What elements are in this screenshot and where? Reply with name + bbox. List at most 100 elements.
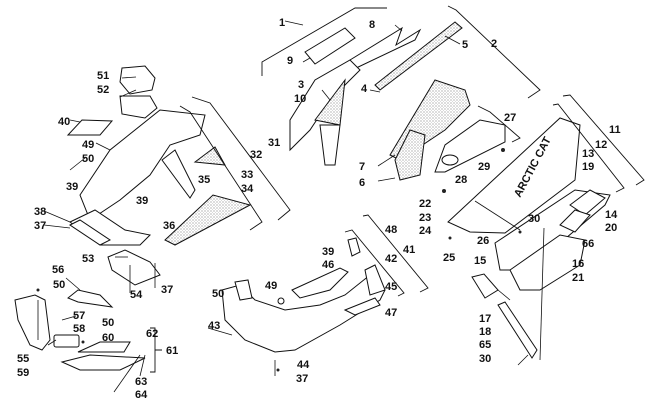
callout-48: 48 (385, 224, 397, 236)
callout-16: 16 (572, 258, 584, 270)
decal-33 (193, 146, 226, 166)
callout-33: 33 (241, 169, 253, 181)
callout-50-side: 50 (53, 279, 65, 291)
bracket-2 (447, 5, 541, 99)
panel-6 (394, 129, 426, 181)
callout-36: 36 (163, 220, 175, 232)
decal-34 (164, 194, 252, 246)
trim-62 (77, 341, 131, 353)
callout-17: 17 (479, 313, 491, 325)
callout-7: 7 (359, 161, 365, 173)
callout-35: 35 (198, 174, 210, 186)
nose-body (79, 109, 206, 221)
callout-44: 44 (297, 359, 310, 371)
callout-6: 6 (359, 177, 365, 189)
callout-62: 62 (146, 328, 158, 340)
callout-45: 45 (385, 281, 397, 293)
callout-3: 3 (298, 79, 304, 91)
callout-19: 19 (582, 161, 594, 173)
part-38 (69, 219, 111, 246)
callout-37-left: 37 (34, 220, 46, 232)
fastener-22 (442, 189, 446, 193)
callout-52: 52 (97, 84, 109, 96)
bracket-12 (552, 103, 625, 193)
callout-37-mid: 37 (161, 284, 173, 296)
hood-panel-3 (314, 78, 346, 126)
callout-25: 25 (443, 252, 455, 264)
part-47 (343, 297, 381, 316)
callout-23: 23 (419, 212, 431, 224)
callout-38: 38 (34, 206, 46, 218)
strip-5 (374, 21, 463, 91)
bracket-41 (362, 214, 429, 293)
hood-lower (319, 124, 341, 166)
side-cover-bottom (509, 234, 586, 291)
callout-54: 54 (130, 289, 143, 301)
callout-64: 64 (135, 389, 148, 401)
callout-13: 13 (582, 148, 594, 160)
callout-10: 10 (294, 93, 306, 105)
callout-29: 29 (478, 161, 490, 173)
leader-lines (37, 20, 545, 393)
callout-18: 18 (479, 326, 491, 338)
callout-49-belly: 49 (265, 280, 277, 292)
callout-57: 57 (73, 310, 85, 322)
callout-9: 9 (287, 55, 293, 67)
part-48 (347, 237, 361, 257)
part-35 (161, 149, 196, 199)
fastener-50 (36, 288, 40, 292)
callout-50-left: 50 (82, 153, 94, 165)
callout-39-belly: 39 (322, 246, 334, 258)
callout-14: 14 (605, 209, 618, 221)
callout-51: 51 (97, 70, 109, 82)
callout-labels: 1 2 3 4 5 6 7 8 9 10 11 12 13 14 15 16 1… (17, 17, 621, 401)
plate-17 (471, 273, 499, 299)
side-cover-group: ARCTIC CAT (447, 94, 645, 359)
side-panel-55 (14, 294, 51, 351)
belly-pan-group (221, 214, 429, 353)
callout-63: 63 (135, 376, 147, 388)
callout-58: 58 (73, 323, 85, 335)
part-45 (364, 264, 386, 296)
bracket-42 (344, 229, 405, 297)
callout-20: 20 (605, 222, 617, 234)
callout-60: 60 (102, 332, 114, 344)
callout-32: 32 (250, 149, 262, 161)
callout-41: 41 (403, 244, 415, 256)
fastener-37 (276, 368, 280, 372)
bracket-32 (179, 105, 263, 231)
decal-9 (304, 27, 356, 65)
gasket-51 (119, 65, 156, 95)
bracket-31 (191, 96, 291, 221)
callout-40: 40 (58, 116, 70, 128)
callout-24: 24 (419, 225, 432, 237)
vent-66 (559, 209, 591, 233)
callout-55: 55 (17, 353, 29, 365)
callout-46: 46 (322, 259, 334, 271)
callout-31: 31 (268, 137, 280, 149)
callout-61: 61 (166, 345, 178, 357)
callout-15: 15 (474, 255, 486, 267)
bracket-27 (477, 105, 521, 143)
trim-65 (497, 301, 538, 359)
callout-37-belly: 37 (296, 373, 308, 385)
callout-30-upper: 30 (528, 213, 540, 225)
fasteners (36, 148, 522, 372)
callout-30-lower: 30 (479, 353, 491, 365)
plate-52 (119, 95, 158, 119)
callout-28: 28 (455, 174, 467, 186)
trim-60 (60, 354, 146, 371)
part-28 (441, 154, 459, 166)
callout-56: 56 (52, 264, 64, 276)
fastener-29 (501, 148, 505, 152)
callout-4: 4 (361, 83, 368, 95)
callout-8: 8 (369, 19, 375, 31)
fastener-24 (448, 236, 452, 240)
part-46 (291, 267, 349, 299)
bracket-1 (261, 7, 387, 76)
callout-65: 65 (479, 339, 491, 351)
callout-50-cover: 50 (102, 317, 114, 329)
callout-2: 2 (491, 38, 497, 50)
hood-group (261, 5, 541, 181)
